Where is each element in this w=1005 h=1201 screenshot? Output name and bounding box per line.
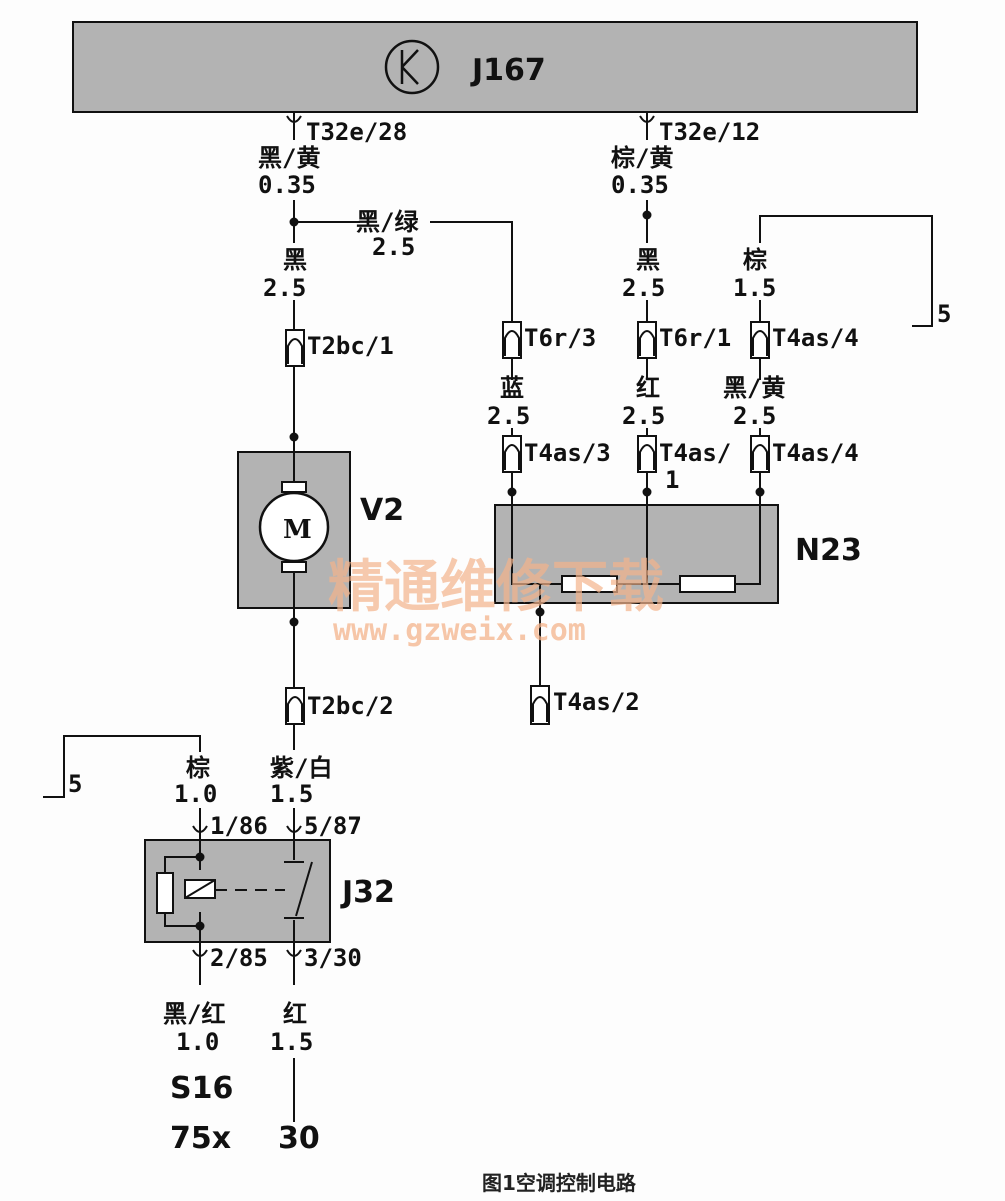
wire-13-size: 1.5 [270, 1028, 313, 1056]
wire-1-size: 0.35 [258, 171, 316, 199]
motor-icon [258, 491, 330, 563]
pin-2-85-label: 2/85 [210, 944, 268, 972]
j32-relay: J32 [144, 839, 395, 943]
wire-3-size: 2.5 [372, 233, 415, 261]
wire-5-color: 黑 [636, 246, 660, 274]
wire-9-size: 2.5 [733, 402, 776, 430]
wire-3-color: 黑/绿 [356, 208, 419, 236]
ground-ref-right-label: 5 [937, 300, 951, 328]
ground-ref-left: 5 [43, 735, 201, 798]
wire-10-size: 1.0 [174, 780, 217, 808]
connector-t2bc-2: T2bc/2 [285, 687, 394, 725]
wire-2-color: 棕/黄 [611, 144, 673, 172]
wire-6-color: 棕 [743, 246, 767, 274]
terminal-75x: 75x [170, 1121, 231, 1156]
connector-t2bc-1-label: T2bc/1 [307, 332, 394, 360]
wire-4-color: 黑 [283, 246, 307, 274]
connector-t6r-1: T6r/1 [637, 321, 731, 359]
connector-t6r-1-label: T6r/1 [659, 324, 731, 352]
connector-t6r-3: T6r/3 [502, 321, 596, 359]
v2-motor: M V2 [237, 451, 404, 609]
wire-7-color: 蓝 [500, 374, 524, 402]
resistor-1-icon [561, 575, 618, 593]
wire-13-color: 红 [283, 1000, 307, 1028]
relay-resistor-icon [156, 872, 174, 914]
figure-caption: 图1空调控制电路 [482, 1171, 637, 1195]
wire-10-color: 棕 [186, 754, 210, 782]
pin-t32e-12-label: T32e/12 [659, 118, 760, 146]
j167-control-unit: J167 [72, 21, 918, 113]
ground-ref-right: 5 [759, 215, 951, 328]
pin-t32e-28: T32e/28 [286, 112, 407, 146]
n23-label: N23 [795, 533, 862, 568]
wire-8-size: 2.5 [622, 402, 665, 430]
connector-t2bc-1: T2bc/1 [285, 329, 394, 367]
k-letter-icon [400, 49, 419, 85]
connector-t6r-3-label: T6r/3 [524, 324, 596, 352]
connector-t4as-3-label: T4as/3 [524, 439, 611, 467]
connector-t4as-4-bottom: T4as/4 [750, 435, 859, 473]
connector-t2bc-2-label: T2bc/2 [307, 692, 394, 720]
pin-5-87-label: 5/87 [304, 812, 362, 840]
pin-t32e-12: T32e/12 [639, 112, 760, 146]
connector-t4as-4-top-label: T4as/4 [772, 324, 859, 352]
watermark-url: www.gzweix.com [333, 613, 586, 648]
connector-t4as-1: T4as/ 1 [637, 435, 731, 494]
wire-4-size: 2.5 [263, 274, 306, 302]
ground-ref-left-label: 5 [68, 770, 82, 798]
j167-label: J167 [470, 53, 546, 88]
k-symbol-icon [384, 39, 440, 95]
connector-t4as-4-bottom-label: T4as/4 [772, 439, 859, 467]
watermark-cn: 精通维修下载 [328, 555, 664, 620]
wire-11-color: 紫/白 [270, 754, 332, 782]
pin-1-86-label: 1/86 [210, 812, 268, 840]
wire-6-size: 1.5 [733, 274, 776, 302]
n23-resistor-block: N23 [494, 504, 862, 604]
v2-label: V2 [360, 493, 404, 528]
connector-t4as-1-label: T4as/ [659, 439, 731, 467]
resistor-2-icon [679, 575, 736, 593]
wire-5-size: 2.5 [622, 274, 665, 302]
wire-2-size: 0.35 [611, 171, 669, 199]
wire-9-color: 黑/黄 [723, 374, 785, 402]
pin-3-30-label: 3/30 [304, 944, 362, 972]
j32-label: J32 [340, 875, 395, 910]
wire-12-color: 黑/红 [163, 1000, 225, 1028]
connector-t4as-3: T4as/3 [502, 435, 611, 473]
connector-t4as-2: T4as/2 [530, 685, 640, 725]
wire-11-size: 1.5 [270, 780, 313, 808]
wire-12-size: 1.0 [176, 1028, 219, 1056]
connector-t4as-2-label: T4as/2 [553, 688, 640, 716]
relay-switch-icon [284, 840, 313, 942]
terminal-s16: S16 [170, 1071, 233, 1106]
terminal-30: 30 [278, 1121, 320, 1156]
motor-symbol: M [283, 515, 312, 545]
pin-t32e-28-label: T32e/28 [306, 118, 407, 146]
wire-7-size: 2.5 [487, 402, 530, 430]
connector-t4as-4-top: T4as/4 [750, 321, 859, 359]
wire-1-color: 黑/黄 [258, 144, 320, 172]
connector-t4as-1-suffix: 1 [665, 466, 679, 494]
wire-8-color: 红 [636, 374, 660, 402]
